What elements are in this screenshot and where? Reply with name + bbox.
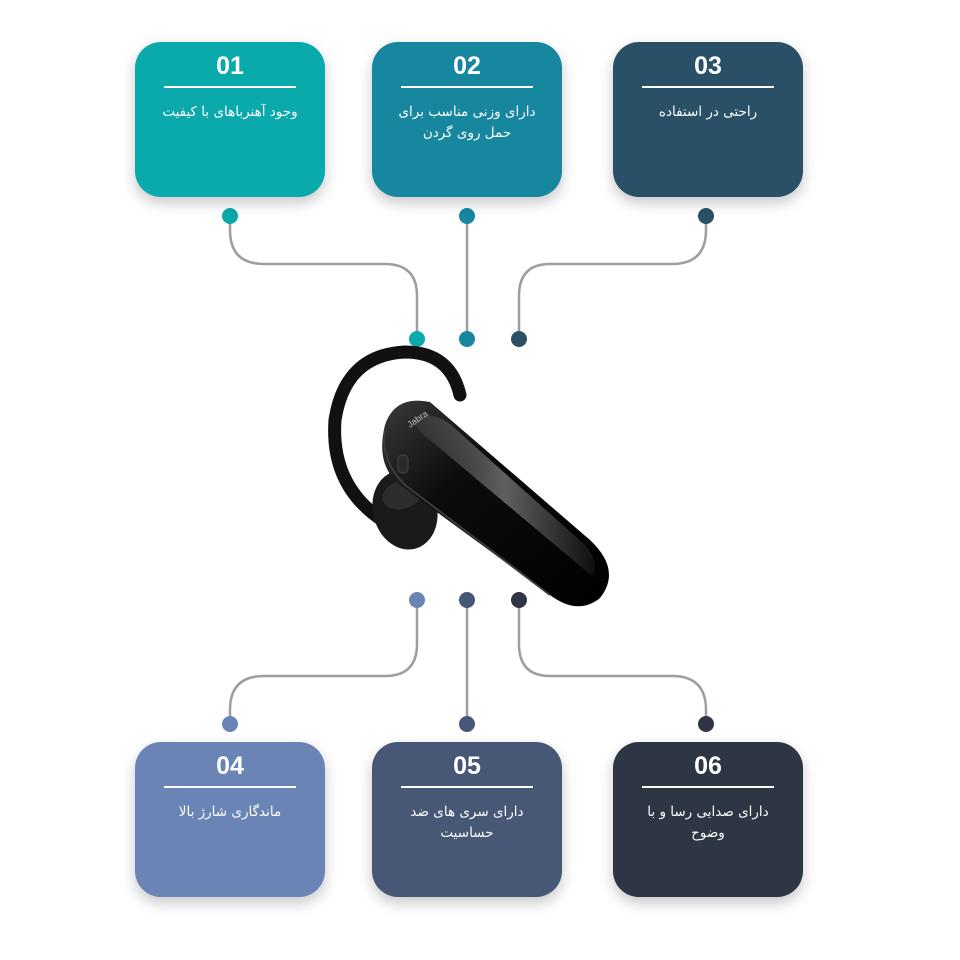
- feature-text: راحتی در استفاده: [658, 104, 758, 120]
- feature-number: 05: [401, 752, 533, 788]
- connector-line-06: [517, 600, 708, 724]
- dot-01-bottom: [409, 331, 425, 347]
- feature-text: ماندگاری شارژ بالا: [178, 804, 282, 820]
- feature-number: 03: [642, 52, 774, 88]
- dot-05-top: [459, 592, 475, 608]
- feature-text: دارای صدایی رسا و با وضوح: [647, 804, 769, 841]
- dot-03-top: [698, 208, 714, 224]
- dot-06-bottom: [698, 716, 714, 732]
- connector-line-03: [517, 216, 708, 339]
- connector-line-01: [228, 216, 419, 339]
- feature-card-06: 06 دارای صدایی رسا و با وضوح: [613, 742, 803, 897]
- feature-number: 04: [164, 752, 296, 788]
- ear-hook: [328, 345, 467, 532]
- feature-card-02: 02 دارای وزنی مناسب برای حمل روی گردن: [372, 42, 562, 197]
- dot-06-top: [511, 592, 527, 608]
- dot-04-top: [409, 592, 425, 608]
- feature-card-03: 03 راحتی در استفاده: [613, 42, 803, 197]
- feature-card-01: 01 وجود آهنرباهای با کیفیت: [135, 42, 325, 197]
- feature-number: 06: [642, 752, 774, 788]
- dot-03-bottom: [511, 331, 527, 347]
- dot-02-top: [459, 208, 475, 224]
- bluetooth-headset-image: Jabra: [328, 345, 609, 607]
- dot-01-top: [222, 208, 238, 224]
- feature-card-05: 05 دارای سری های ضد حساسیت: [372, 742, 562, 897]
- dot-04-bottom: [222, 716, 238, 732]
- dot-02-bottom: [459, 331, 475, 347]
- feature-number: 02: [401, 52, 533, 88]
- feature-card-04: 04 ماندگاری شارژ بالا: [135, 742, 325, 897]
- headset-button: [397, 454, 409, 474]
- feature-number: 01: [164, 52, 296, 88]
- headset-body: [382, 400, 609, 607]
- connector-line-04: [228, 600, 419, 724]
- feature-text: دارای سری های ضد حساسیت: [410, 804, 524, 841]
- feature-text: وجود آهنرباهای با کیفیت: [162, 104, 298, 120]
- feature-text: دارای وزنی مناسب برای حمل روی گردن: [398, 104, 536, 141]
- dot-05-bottom: [459, 716, 475, 732]
